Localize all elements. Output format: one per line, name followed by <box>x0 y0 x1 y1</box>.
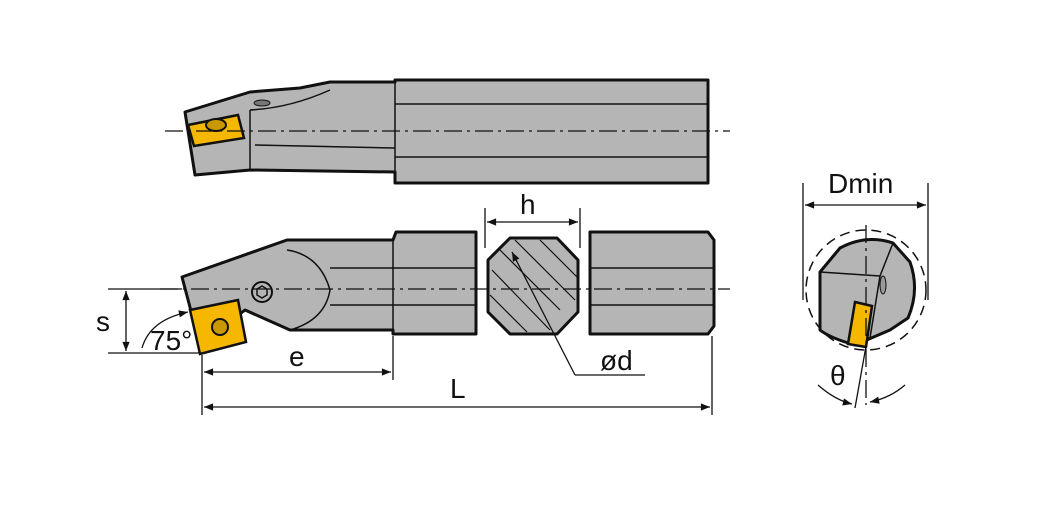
section-hatch <box>489 239 579 333</box>
label-dmin: Dmin <box>828 168 893 199</box>
label-angle: 75° <box>150 325 192 356</box>
label-s: s <box>96 306 110 337</box>
dimensions <box>108 208 713 415</box>
label-d: ød <box>600 345 633 376</box>
label-L: L <box>450 373 466 404</box>
label-e: e <box>289 341 305 372</box>
label-h: h <box>520 189 536 220</box>
label-theta: θ <box>830 360 846 391</box>
front-view <box>160 230 730 356</box>
top-view <box>165 78 730 185</box>
end-view <box>802 183 929 409</box>
